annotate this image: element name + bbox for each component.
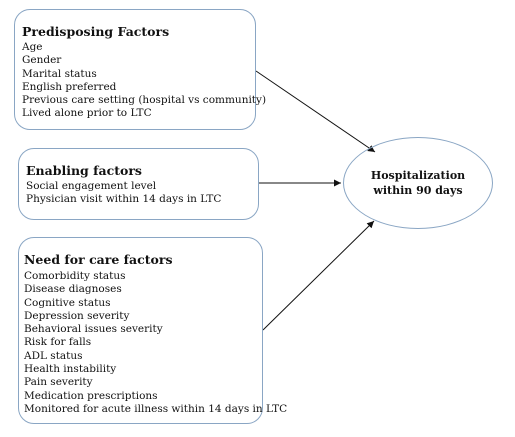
need-for-care-factors-box: Need for care factors Comorbidity status… [18, 237, 288, 424]
enabling-factors-box: Enabling factors Social engagement level… [18, 148, 259, 220]
list-item: Behavioral issues severity [24, 323, 163, 336]
list-item: Risk for falls [24, 336, 92, 349]
need-for-care-factors-list: Comorbidity status Disease diagnoses Cog… [24, 270, 288, 416]
list-item: Monitored for acute illness within 14 da… [24, 402, 288, 415]
predisposing-factors-list: Age Gender Marital status English prefer… [22, 41, 267, 121]
arrow-predisposing-to-outcome [255, 70, 376, 153]
predisposing-factors-box: Predisposing Factors Age Gender Marital … [14, 9, 267, 130]
outcome-label-line1: Hospitalization [370, 169, 466, 182]
list-item: Social engagement level [26, 180, 157, 192]
hospitalization-outcome-ellipse: Hospitalization within 90 days [343, 137, 493, 229]
list-item: Marital status [22, 67, 97, 80]
list-item: Disease diagnoses [24, 283, 122, 296]
list-item: Comorbidity status [24, 270, 126, 282]
predisposing-factors-title: Predisposing Factors [22, 24, 170, 39]
enabling-factors-title: Enabling factors [26, 163, 142, 178]
enabling-factors-list: Social engagement level Physician visit … [26, 180, 258, 207]
list-item: Health instability [24, 363, 117, 376]
arrow-need-to-outcome [262, 220, 375, 331]
list-item: Physician visit within 14 days in LTC [26, 193, 222, 206]
list-item: Gender [22, 54, 62, 67]
outcome-label: Hospitalization within 90 days [371, 168, 465, 198]
list-item: Cognitive status [24, 296, 111, 309]
list-item: Medication prescriptions [24, 389, 158, 402]
list-item: Lived alone prior to LTC [22, 107, 152, 120]
list-item: Age [22, 41, 43, 53]
outcome-label-line2: within 90 days [373, 184, 463, 197]
list-item: ADL status [24, 349, 83, 362]
list-item: English preferred [22, 80, 117, 93]
need-for-care-factors-title: Need for care factors [24, 252, 173, 267]
list-item: Depression severity [24, 309, 130, 322]
list-item: Pain severity [24, 376, 93, 389]
list-item: Previous care setting (hospital vs commu… [22, 94, 267, 107]
